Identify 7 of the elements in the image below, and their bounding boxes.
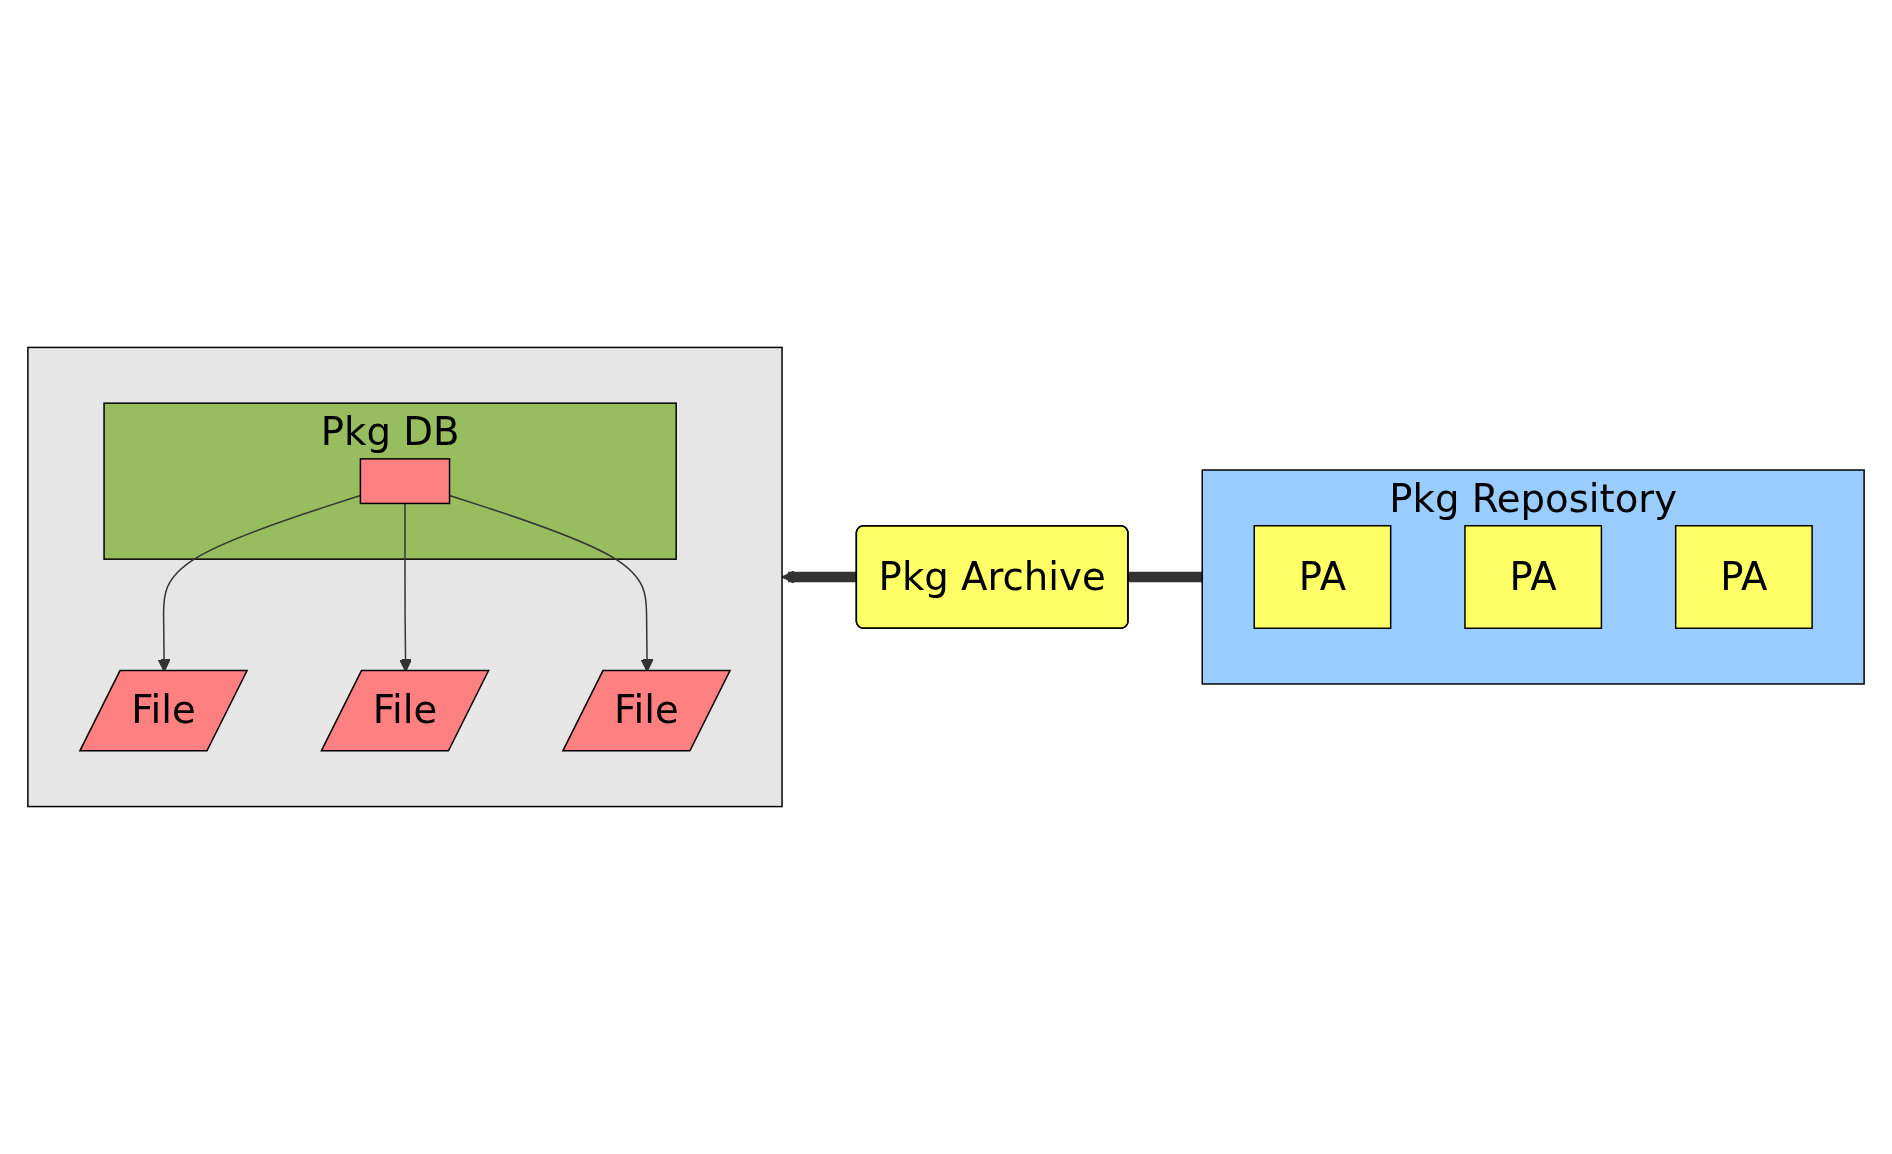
cluster: Pkg DB xyxy=(103,402,677,560)
node-box: PA xyxy=(1253,525,1392,629)
cluster xyxy=(27,346,783,808)
connector xyxy=(1127,571,1203,583)
node-box: PA xyxy=(1674,525,1813,629)
node-box: PA xyxy=(1464,525,1603,629)
node-box xyxy=(359,458,451,505)
